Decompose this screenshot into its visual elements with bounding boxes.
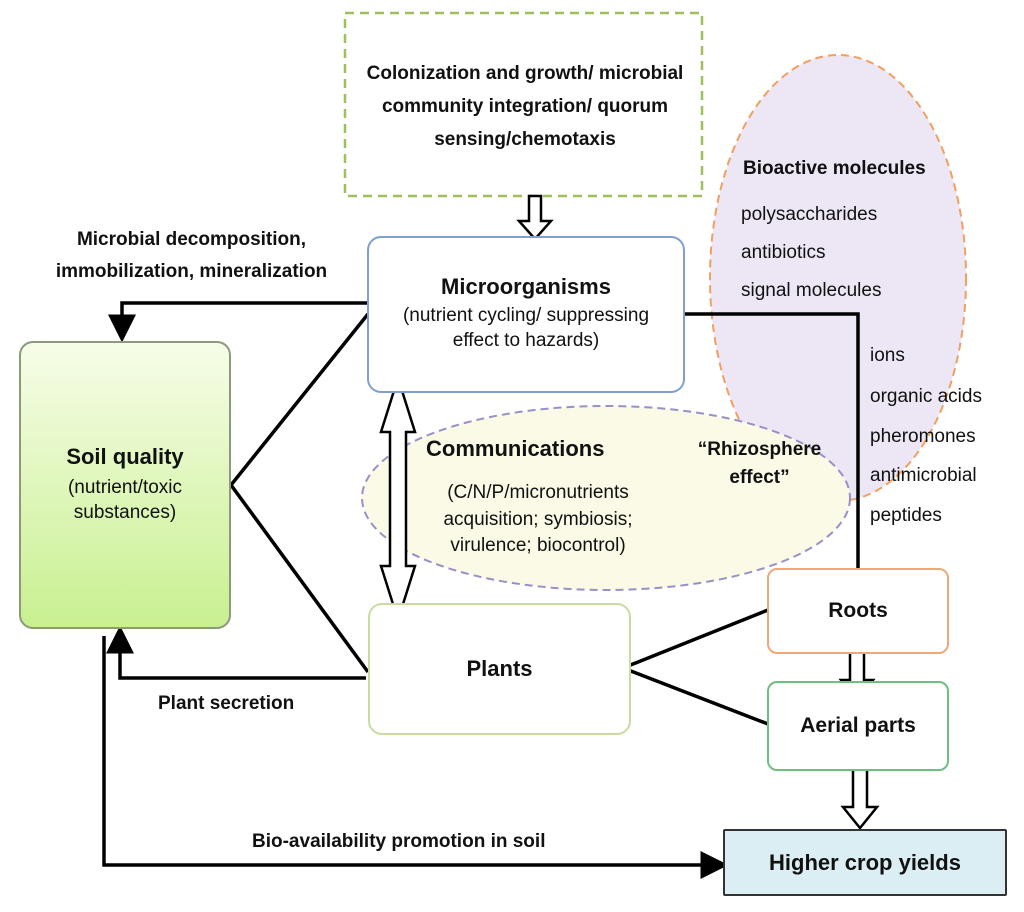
microorganisms-text: Microorganisms (nutrient cycling/ suppre… bbox=[375, 244, 677, 384]
decomposition-text: Microbial decomposition, immobilization,… bbox=[55, 229, 328, 283]
communications-detail-text: (C/N/P/micronutrients acquisition; symbi… bbox=[443, 482, 633, 557]
bioactive-item-text: organic acids bbox=[870, 386, 982, 407]
microorganisms-title: Microorganisms bbox=[441, 274, 611, 300]
rhizosphere-text: “Rhizosphere effect” bbox=[697, 439, 822, 488]
communications-title-text: Communications bbox=[426, 436, 605, 461]
bioactive-item: antibiotics bbox=[741, 240, 826, 266]
soil-quality-box bbox=[19, 341, 231, 629]
bioavailability-label: Bio-availability promotion in soil bbox=[252, 829, 545, 855]
aerial-parts-box bbox=[767, 681, 949, 771]
communications-title: Communications bbox=[426, 434, 604, 464]
bioactive-item-text: peptides bbox=[870, 505, 942, 526]
soil-quality-title: Soil quality bbox=[66, 444, 184, 470]
aerial-crop-arrow bbox=[840, 766, 880, 830]
crop-yields-title: Higher crop yields bbox=[769, 849, 961, 875]
bioactive-item-text: antimicrobial bbox=[870, 465, 977, 486]
plant-secretion-label: Plant secretion bbox=[158, 691, 294, 717]
crop-yields-box bbox=[723, 829, 1007, 896]
colonization-text: Colonization and growth/ microbial commu… bbox=[360, 24, 690, 189]
bioactive-item-text: signal molecules bbox=[741, 280, 882, 301]
bioactive-item: peptides bbox=[870, 503, 942, 529]
bioavailability-text: Bio-availability promotion in soil bbox=[252, 831, 546, 852]
rhizosphere-label: “Rhizosphere effect” bbox=[672, 436, 847, 491]
plant-secretion-text: Plant secretion bbox=[158, 693, 295, 714]
microorganisms-box bbox=[367, 236, 685, 393]
bioactive-item-text: ions bbox=[870, 345, 905, 366]
plants-title: Plants bbox=[466, 656, 533, 681]
plants-text: Plants bbox=[368, 603, 631, 735]
aerial-parts-text: Aerial parts bbox=[767, 681, 949, 771]
crop-yields-text: Higher crop yields bbox=[723, 829, 1007, 896]
roots-box bbox=[767, 568, 949, 654]
bioactive-item: signal molecules bbox=[741, 278, 881, 304]
bioactive-item: ions bbox=[870, 343, 905, 369]
roots-text: Roots bbox=[767, 568, 949, 654]
communications-ellipse bbox=[361, 405, 851, 591]
plants-box bbox=[368, 603, 631, 735]
bioactive-item: antimicrobial bbox=[870, 463, 977, 489]
colonization-label: Colonization and growth/ microbial commu… bbox=[366, 62, 684, 151]
bioactive-item: polysaccharides bbox=[741, 202, 877, 228]
decomposition-label: Microbial decomposition, immobilization,… bbox=[14, 224, 369, 289]
bioactive-item: organic acids bbox=[870, 384, 982, 410]
communications-detail: (C/N/P/micronutrients acquisition; symbi… bbox=[412, 480, 664, 560]
roots-title: Roots bbox=[828, 599, 888, 622]
bioactive-item-text: antibiotics bbox=[741, 242, 826, 263]
arrows bbox=[102, 301, 729, 879]
bioactive-item-text: pheromones bbox=[870, 426, 976, 447]
soil-quality-text: Soil quality (nutrient/toxic substances) bbox=[24, 420, 226, 550]
bioactive-item-text: polysaccharides bbox=[741, 204, 878, 225]
microorganisms-subtitle: (nutrient cycling/ suppressing effect to… bbox=[402, 305, 650, 351]
bioactive-title: Bioactive molecules bbox=[743, 156, 983, 182]
soil-quality-subtitle: (nutrient/toxic substances) bbox=[67, 477, 183, 523]
aerial-parts-title: Aerial parts bbox=[800, 714, 916, 737]
colonization-arrow bbox=[516, 194, 554, 241]
bioactive-title-text: Bioactive molecules bbox=[743, 158, 926, 179]
colonization-box bbox=[343, 11, 704, 198]
bioactive-item: pheromones bbox=[870, 424, 976, 450]
